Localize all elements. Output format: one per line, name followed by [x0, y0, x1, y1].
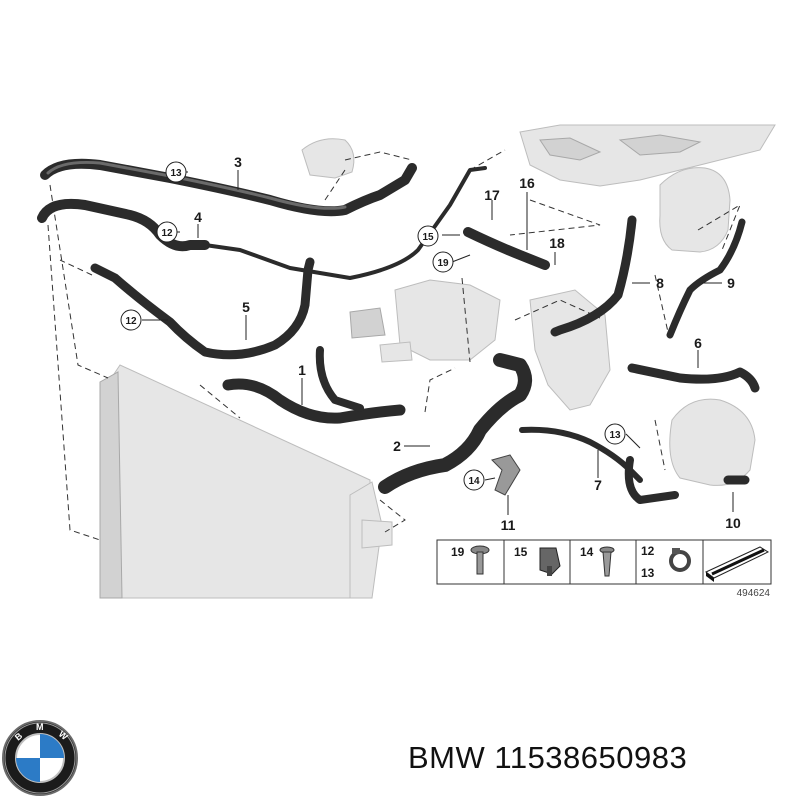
hose-3 — [40, 158, 417, 217]
circled-callout-13-right: 13 — [604, 423, 626, 445]
water-pump-ghost — [301, 138, 355, 179]
svg-text:19: 19 — [451, 545, 465, 559]
expansion-tank-ghost — [659, 167, 731, 253]
hose-9 — [666, 218, 746, 339]
radiator-ghost — [99, 364, 393, 599]
circled-callout-12-a: 12 — [156, 221, 178, 243]
svg-text:15: 15 — [422, 232, 434, 243]
svg-text:19: 19 — [437, 258, 449, 269]
svg-text:13: 13 — [170, 168, 182, 179]
circled-callout-19: 19 — [432, 251, 454, 273]
engine-ghost — [519, 124, 776, 187]
circled-callouts: 13 12 12 15 19 13 14 — [120, 161, 626, 491]
callout-16: 16 — [519, 175, 535, 191]
svg-text:12: 12 — [161, 228, 173, 239]
callout-17: 17 — [484, 187, 500, 203]
hose-8 — [550, 215, 637, 337]
bolt-icon — [470, 545, 490, 575]
hose-2 — [378, 353, 532, 494]
legend-item-15: 15 — [514, 545, 561, 576]
callout-11: 11 — [501, 517, 516, 533]
callout-8: 8 — [656, 275, 664, 291]
bracket-11 — [491, 454, 521, 496]
callout-5: 5 — [242, 299, 250, 315]
svg-text:12: 12 — [125, 316, 137, 327]
callout-2: 2 — [393, 438, 401, 454]
hose-6 — [627, 363, 760, 393]
leader-lines — [142, 170, 734, 515]
hose-1 — [222, 346, 406, 424]
caption-part-number: 11538650983 — [494, 740, 688, 775]
callout-6: 6 — [694, 335, 702, 351]
legend-item-12-13: 12 13 — [641, 544, 691, 580]
logo-text-m: M — [36, 722, 44, 732]
legend-item-14: 14 — [580, 545, 615, 577]
callout-3: 3 — [234, 154, 242, 170]
lower-expansion-tank-ghost — [669, 398, 756, 486]
hose-clamp-icon — [669, 548, 691, 572]
svg-text:14: 14 — [468, 476, 480, 487]
svg-text:14: 14 — [580, 545, 594, 559]
legend-item-gasket — [705, 546, 770, 582]
circled-callout-15: 15 — [417, 225, 439, 247]
svg-text:13: 13 — [609, 430, 621, 441]
dashed-guides — [47, 149, 742, 541]
screw-icon — [599, 546, 615, 577]
callout-4: 4 — [194, 209, 202, 225]
callout-1: 1 — [298, 362, 306, 378]
svg-text:12: 12 — [641, 544, 655, 558]
callout-7: 7 — [594, 477, 602, 493]
hose-7 — [519, 426, 679, 504]
thermostat-housing-ghost — [349, 279, 501, 363]
circled-callout-14: 14 — [463, 469, 485, 491]
caption-brand: BMW — [408, 740, 486, 775]
svg-text:15: 15 — [514, 545, 528, 559]
gasket-icon — [705, 546, 770, 582]
hose-16 — [463, 227, 550, 270]
bmw-logo: B M W — [2, 720, 78, 796]
part-caption: BMW 11538650983 — [408, 740, 687, 776]
clip-icon — [539, 547, 561, 576]
reference-number: 494624 — [737, 588, 771, 599]
callout-10: 10 — [725, 515, 741, 531]
callout-9: 9 — [727, 275, 735, 291]
circled-callout-12-b: 12 — [120, 309, 142, 331]
hose-4 — [37, 166, 487, 280]
circled-callout-13-top: 13 — [165, 161, 187, 183]
callout-numbers: 3 4 5 1 2 16 17 18 8 9 6 7 10 11 — [194, 154, 741, 533]
hose-5 — [90, 257, 315, 360]
legend-item-19: 19 — [451, 545, 490, 575]
parts-legend: 19 15 14 12 13 — [436, 539, 772, 599]
logo-text-b: B — [13, 730, 25, 742]
callout-18: 18 — [549, 235, 565, 251]
svg-text:13: 13 — [641, 566, 655, 580]
